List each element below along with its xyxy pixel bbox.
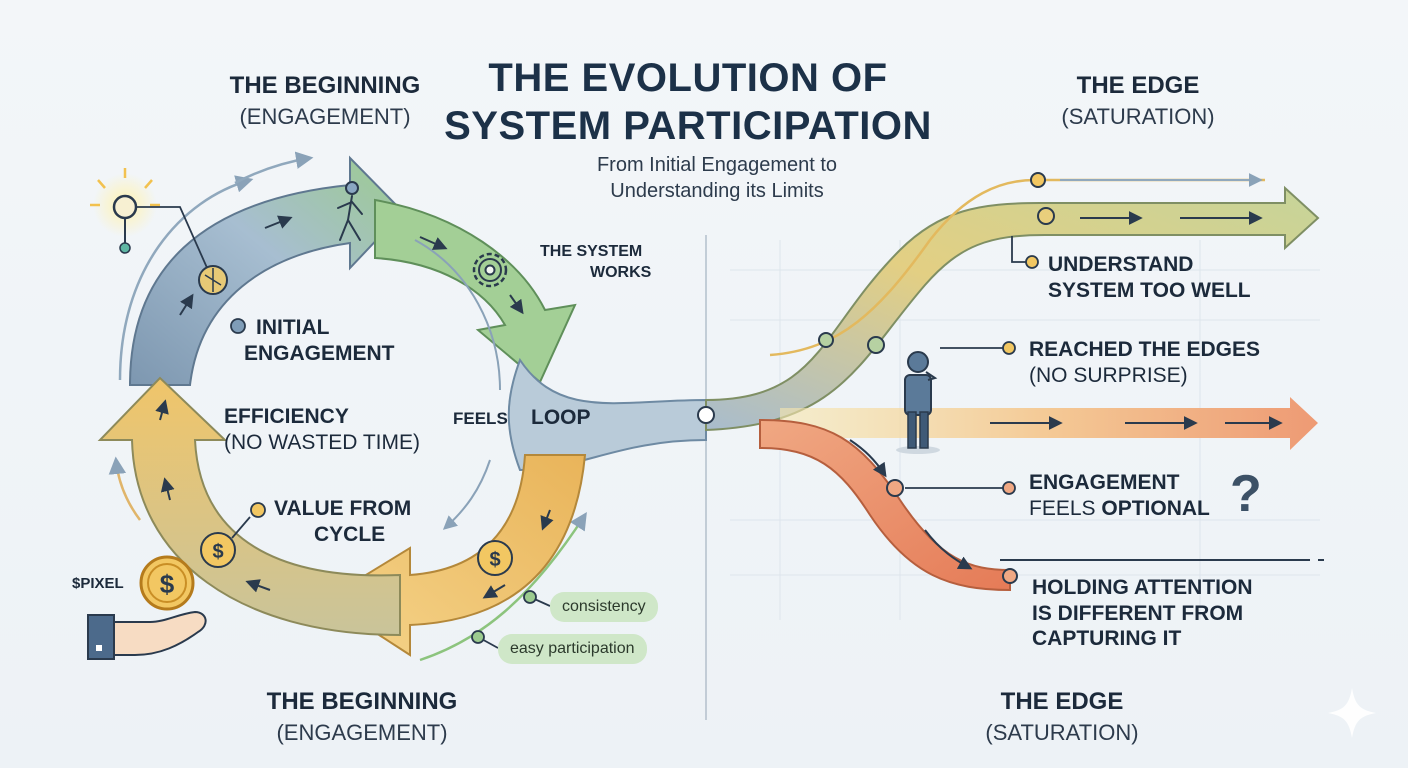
dollar-coin-icon: $ <box>200 532 236 568</box>
label-feels: FEELS <box>453 409 508 428</box>
subtitle-line2: Understanding its Limits <box>610 180 824 202</box>
svg-text:$: $ <box>212 541 223 563</box>
pill-easy-participation: easy participation <box>498 634 647 664</box>
label-pixel: $PIXEL <box>72 575 124 592</box>
compass-icon <box>198 265 228 295</box>
loop-band-efficiency <box>97 376 401 637</box>
page-title: THE EVOLUTION OF SYSTEM PARTICIPATION <box>444 58 932 146</box>
loop-band-merge <box>507 357 707 472</box>
label-initial-engagement: INITIAL ENGAGEMENT <box>244 316 395 365</box>
title-line2: SYSTEM PARTICIPATION <box>444 104 932 148</box>
left-header-top: THE BEGINNING (ENGAGEMENT) <box>229 72 421 129</box>
label-efficiency: EFFICIENCY (NO WASTED TIME) <box>224 405 420 454</box>
svg-text:$: $ <box>489 549 500 571</box>
label-understand: UNDERSTAND SYSTEM TOO WELL <box>1048 253 1251 302</box>
right-header-bottom: THE EDGE (SATURATION) <box>985 688 1139 745</box>
sparkle-icon <box>1328 688 1376 738</box>
walking-person-icon <box>337 181 363 241</box>
label-holding-attention: HOLDING ATTENTION IS DIFFERENT FROM CAPT… <box>1032 576 1253 651</box>
question-icon: ? <box>1230 465 1262 523</box>
right-header-top: THE EDGE (SATURATION) <box>1061 72 1215 129</box>
subtitle-line1: From Initial Engagement to <box>596 154 838 176</box>
thinking-person-icon <box>896 351 940 454</box>
page-subtitle: From Initial Engagement to Understanding… <box>597 152 837 204</box>
title-line1: THE EVOLUTION OF <box>488 56 888 100</box>
label-loop: LOOP <box>531 406 591 429</box>
loop-band-engagement <box>128 155 405 386</box>
label-value-from-cycle: VALUE FROM CYCLE <box>274 497 412 546</box>
edge-band-holding <box>759 418 1011 592</box>
label-engagement-optional: ENGAGEMENT FEELS OPTIONAL <box>1029 471 1210 520</box>
label-reached-edges: REACHED THE EDGES (NO SURPRISE) <box>1029 338 1261 387</box>
lightbulb-icon <box>90 168 209 271</box>
gear-icon <box>472 252 508 288</box>
label-system-works: THE SYSTEM WORKS <box>540 243 652 281</box>
dollar-coin-icon: $ <box>477 540 513 576</box>
pill-consistency: consistency <box>550 592 658 622</box>
svg-text:$: $ <box>160 569 175 599</box>
engagement-line2: FEELS OPTIONAL <box>1029 496 1210 520</box>
hand-coin-icon: $ <box>87 555 207 660</box>
left-header-bottom: THE BEGINNING (ENGAGEMENT) <box>266 688 458 745</box>
